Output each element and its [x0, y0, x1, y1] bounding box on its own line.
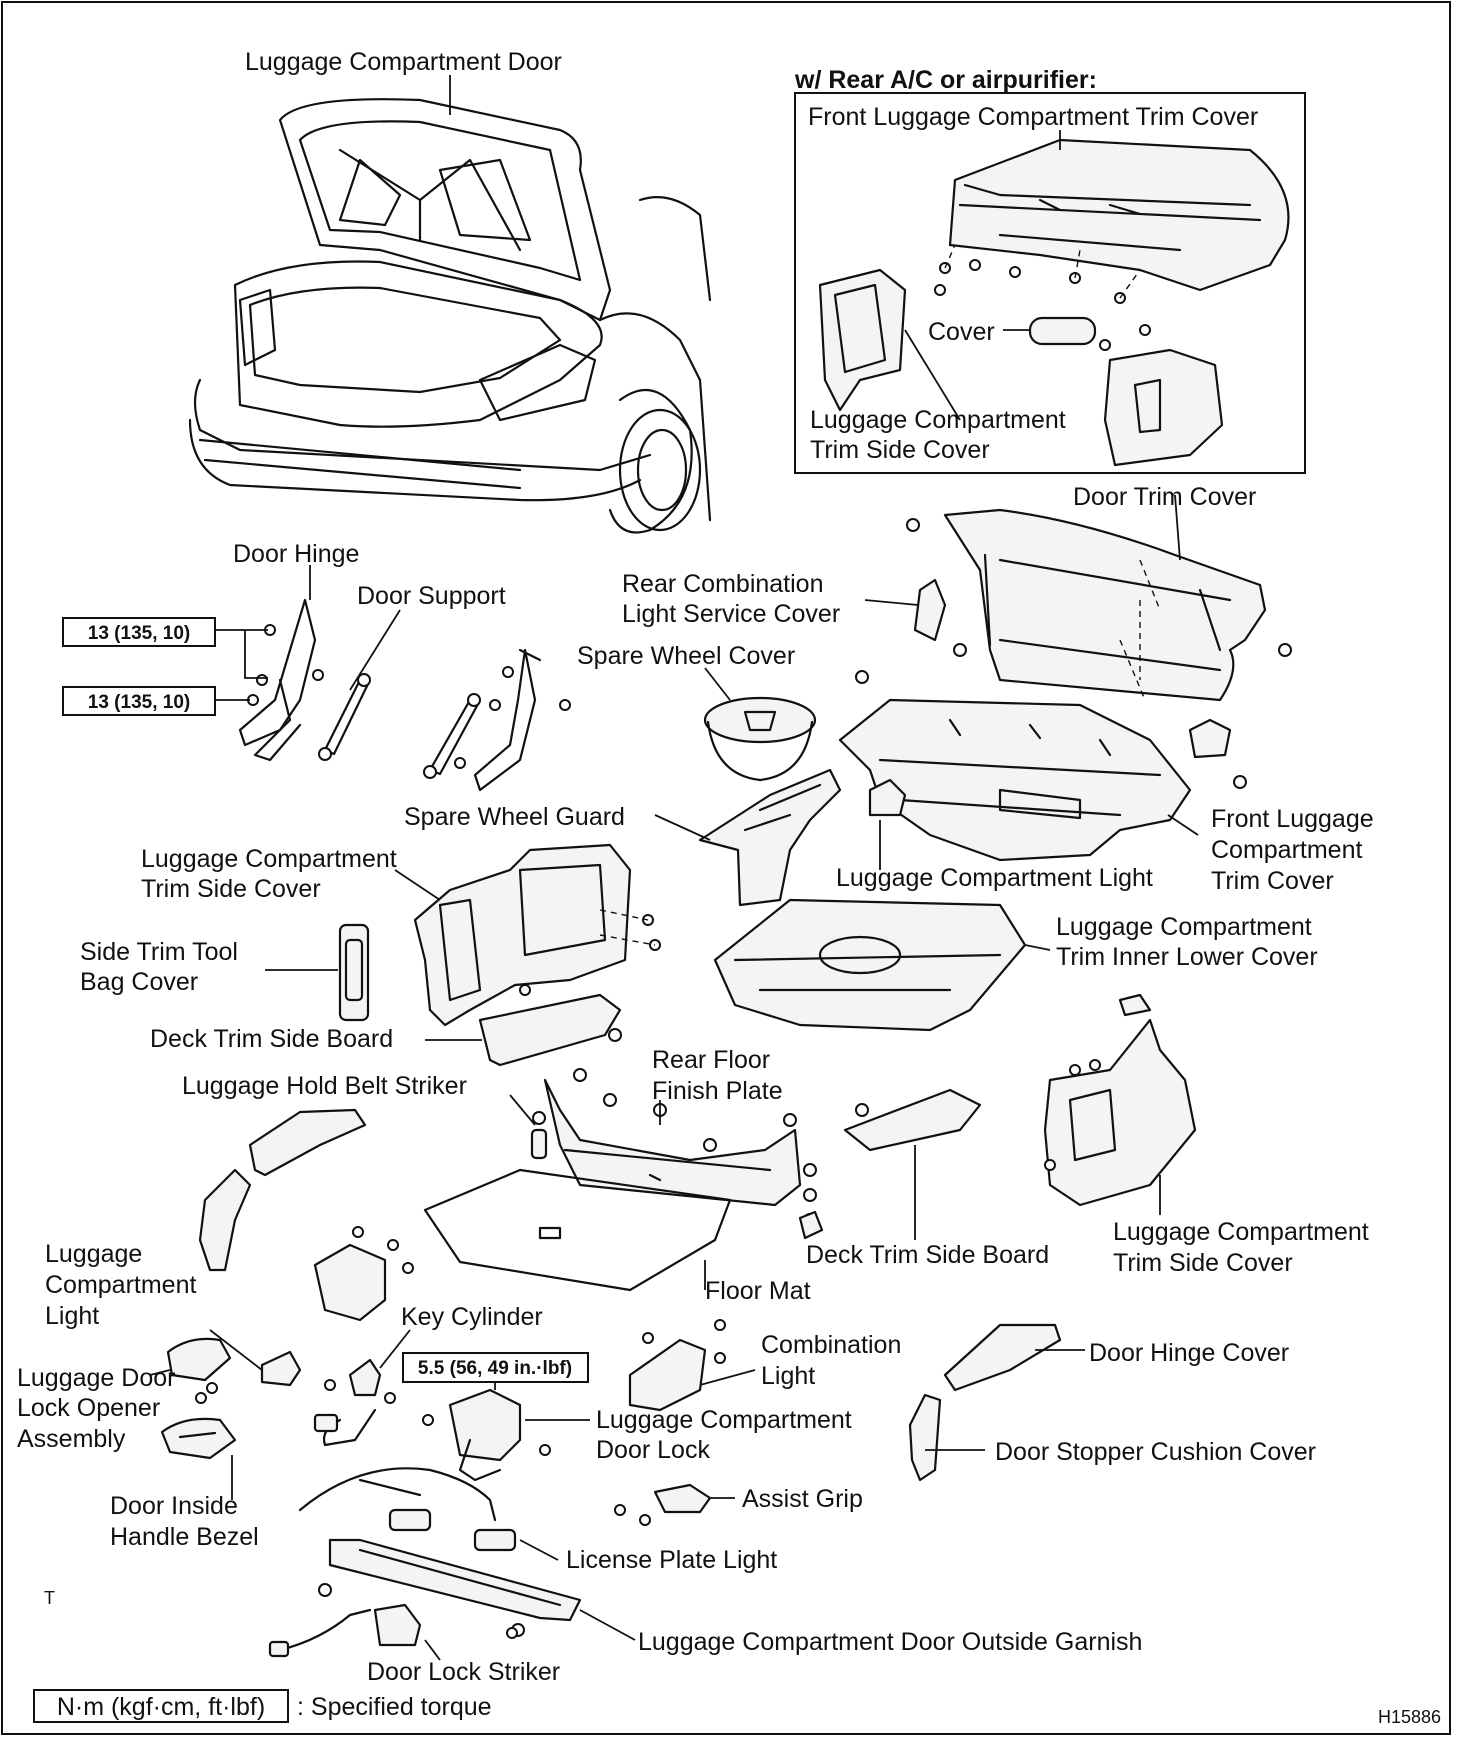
label-floor-mat: Floor Mat [705, 1277, 811, 1305]
label-combination-1: Combination [761, 1331, 901, 1359]
figure-code: H15886 [1378, 1707, 1441, 1727]
lock-striker-part [268, 1603, 518, 1661]
label-rear-combination-1: Rear Combination [622, 570, 824, 598]
inner-lower-cover-part [713, 898, 1051, 1032]
legend-unit-box [33, 1689, 289, 1723]
spare-wheel-cover-part [703, 667, 817, 782]
torque-box-hinge-upper [62, 617, 216, 647]
cushion-cover-part [908, 1393, 985, 1482]
label-spare-wheel-guard: Spare Wheel Guard [404, 803, 625, 831]
torque-box-door-lock [402, 1352, 589, 1383]
label-door-hinge-cover: Door Hinge Cover [1089, 1339, 1289, 1367]
deck-board-right-part [843, 1088, 982, 1240]
deck-board-left-part [425, 993, 622, 1067]
label-outside-garnish: Luggage Compartment Door Outside Garnish [638, 1628, 1142, 1656]
door-hinge-part [215, 565, 324, 762]
label-front-luggage-2: Compartment [1211, 836, 1362, 864]
door-trim-cover-part [906, 494, 1292, 702]
label-inset-cover: Cover [928, 318, 995, 346]
label-deck-trim-side-board-right: Deck Trim Side Board [806, 1241, 1049, 1269]
label-luggage-hold-belt-striker: Luggage Hold Belt Striker [182, 1072, 467, 1100]
label-door-stopper-cushion-cover: Door Stopper Cushion Cover [995, 1438, 1316, 1466]
inset-box [794, 92, 1306, 474]
label-front-luggage-1: Front Luggage [1211, 805, 1374, 833]
label-deck-trim-side-board-left: Deck Trim Side Board [150, 1025, 393, 1053]
inset-title: w/ Rear A/C or airpurifier: [794, 66, 1097, 94]
car-rear-illustration [188, 98, 712, 534]
label-inner-lower-cover-2: Trim Inner Lower Cover [1056, 943, 1318, 971]
label-lock-opener-2: Lock Opener [17, 1394, 160, 1422]
outer-border [1, 1, 1451, 1735]
label-t-mark: T [44, 1588, 55, 1608]
label-inside-bezel-2: Handle Bezel [110, 1523, 259, 1551]
label-assist-grip: Assist Grip [742, 1485, 863, 1513]
label-trim-side-cover-left-1: Luggage Compartment [141, 845, 397, 873]
torque-box-hinge-lower [62, 686, 216, 716]
center-light-part [868, 778, 907, 870]
label-license-plate-light: License Plate Light [566, 1546, 777, 1574]
label-inner-lower-cover-1: Luggage Compartment [1056, 913, 1312, 941]
label-inside-bezel-1: Door Inside [110, 1492, 238, 1520]
label-door-lock-striker: Door Lock Striker [367, 1658, 560, 1686]
label-rear-floor-1: Rear Floor [652, 1046, 770, 1074]
label-luggage-compartment-door: Luggage Compartment Door [245, 48, 562, 76]
label-door-lock-2: Door Lock [596, 1436, 710, 1464]
combination-light-part [628, 1319, 756, 1412]
torque-door-lock: 5.5 (56, 49 in.·lbf) [418, 1358, 572, 1379]
label-key-cylinder: Key Cylinder [401, 1303, 543, 1331]
outside-garnish-part [318, 1538, 636, 1641]
label-light-left-1: Luggage [45, 1240, 142, 1268]
label-inset-front-trim-cover: Front Luggage Compartment Trim Cover [808, 103, 1258, 131]
trim-side-cover-left-part [394, 843, 661, 1027]
label-light-left-2: Compartment [45, 1271, 196, 1299]
torque-hinge-lower: 13 (135, 10) [88, 692, 190, 713]
label-luggage-compartment-light-center: Luggage Compartment Light [836, 864, 1153, 892]
label-side-trim-tool-2: Bag Cover [80, 968, 198, 996]
label-door-lock-1: Luggage Compartment [596, 1406, 852, 1434]
label-trim-side-cover-right-1: Luggage Compartment [1113, 1218, 1369, 1246]
label-door-trim-cover: Door Trim Cover [1073, 483, 1256, 511]
door-hinge-cover-part [943, 1323, 1085, 1392]
belt-striker-part [509, 1094, 548, 1160]
label-inset-trim-side-cover-2: Trim Side Cover [810, 436, 990, 464]
label-side-trim-tool-1: Side Trim Tool [80, 938, 238, 966]
rear-floor-plate-part [543, 1068, 817, 1207]
assist-grip-part [614, 1483, 735, 1526]
torque-hinge-upper: 13 (135, 10) [88, 623, 190, 644]
spare-wheel-guard-part [654, 768, 842, 907]
door-support-part [318, 609, 571, 792]
left-lower-parts [149, 1108, 732, 1500]
door-lock-part [298, 1382, 590, 1522]
legend-specified-torque: : Specified torque [297, 1693, 492, 1721]
inset-parts [818, 130, 1290, 467]
label-rear-combination-2: Light Service Cover [622, 600, 840, 628]
label-trim-side-cover-right-2: Trim Side Cover [1113, 1249, 1293, 1277]
label-lock-opener-3: Assembly [17, 1425, 126, 1453]
trim-side-cover-right-part [1043, 993, 1197, 1215]
label-door-hinge: Door Hinge [233, 540, 359, 568]
label-inset-trim-side-cover-1: Luggage Compartment [810, 406, 1066, 434]
label-spare-wheel-cover: Spare Wheel Cover [577, 642, 795, 670]
label-trim-side-cover-left-2: Trim Side Cover [141, 875, 321, 903]
label-rear-floor-2: Finish Plate [652, 1077, 783, 1105]
label-light-left-3: Light [45, 1302, 99, 1330]
label-front-luggage-3: Trim Cover [1211, 867, 1334, 895]
front-trim-cover-part [838, 670, 1247, 862]
tool-bag-cover-part [265, 923, 370, 1022]
key-cylinder-part [313, 1329, 411, 1447]
label-door-support: Door Support [357, 582, 506, 610]
label-combination-2: Light [761, 1362, 815, 1390]
legend-unit-text: N·m (kgf·cm, ft·lbf) [57, 1693, 265, 1721]
service-cover-part [864, 578, 947, 642]
label-lock-opener-1: Luggage Door [17, 1364, 175, 1392]
license-plate-light-part [388, 1508, 559, 1561]
